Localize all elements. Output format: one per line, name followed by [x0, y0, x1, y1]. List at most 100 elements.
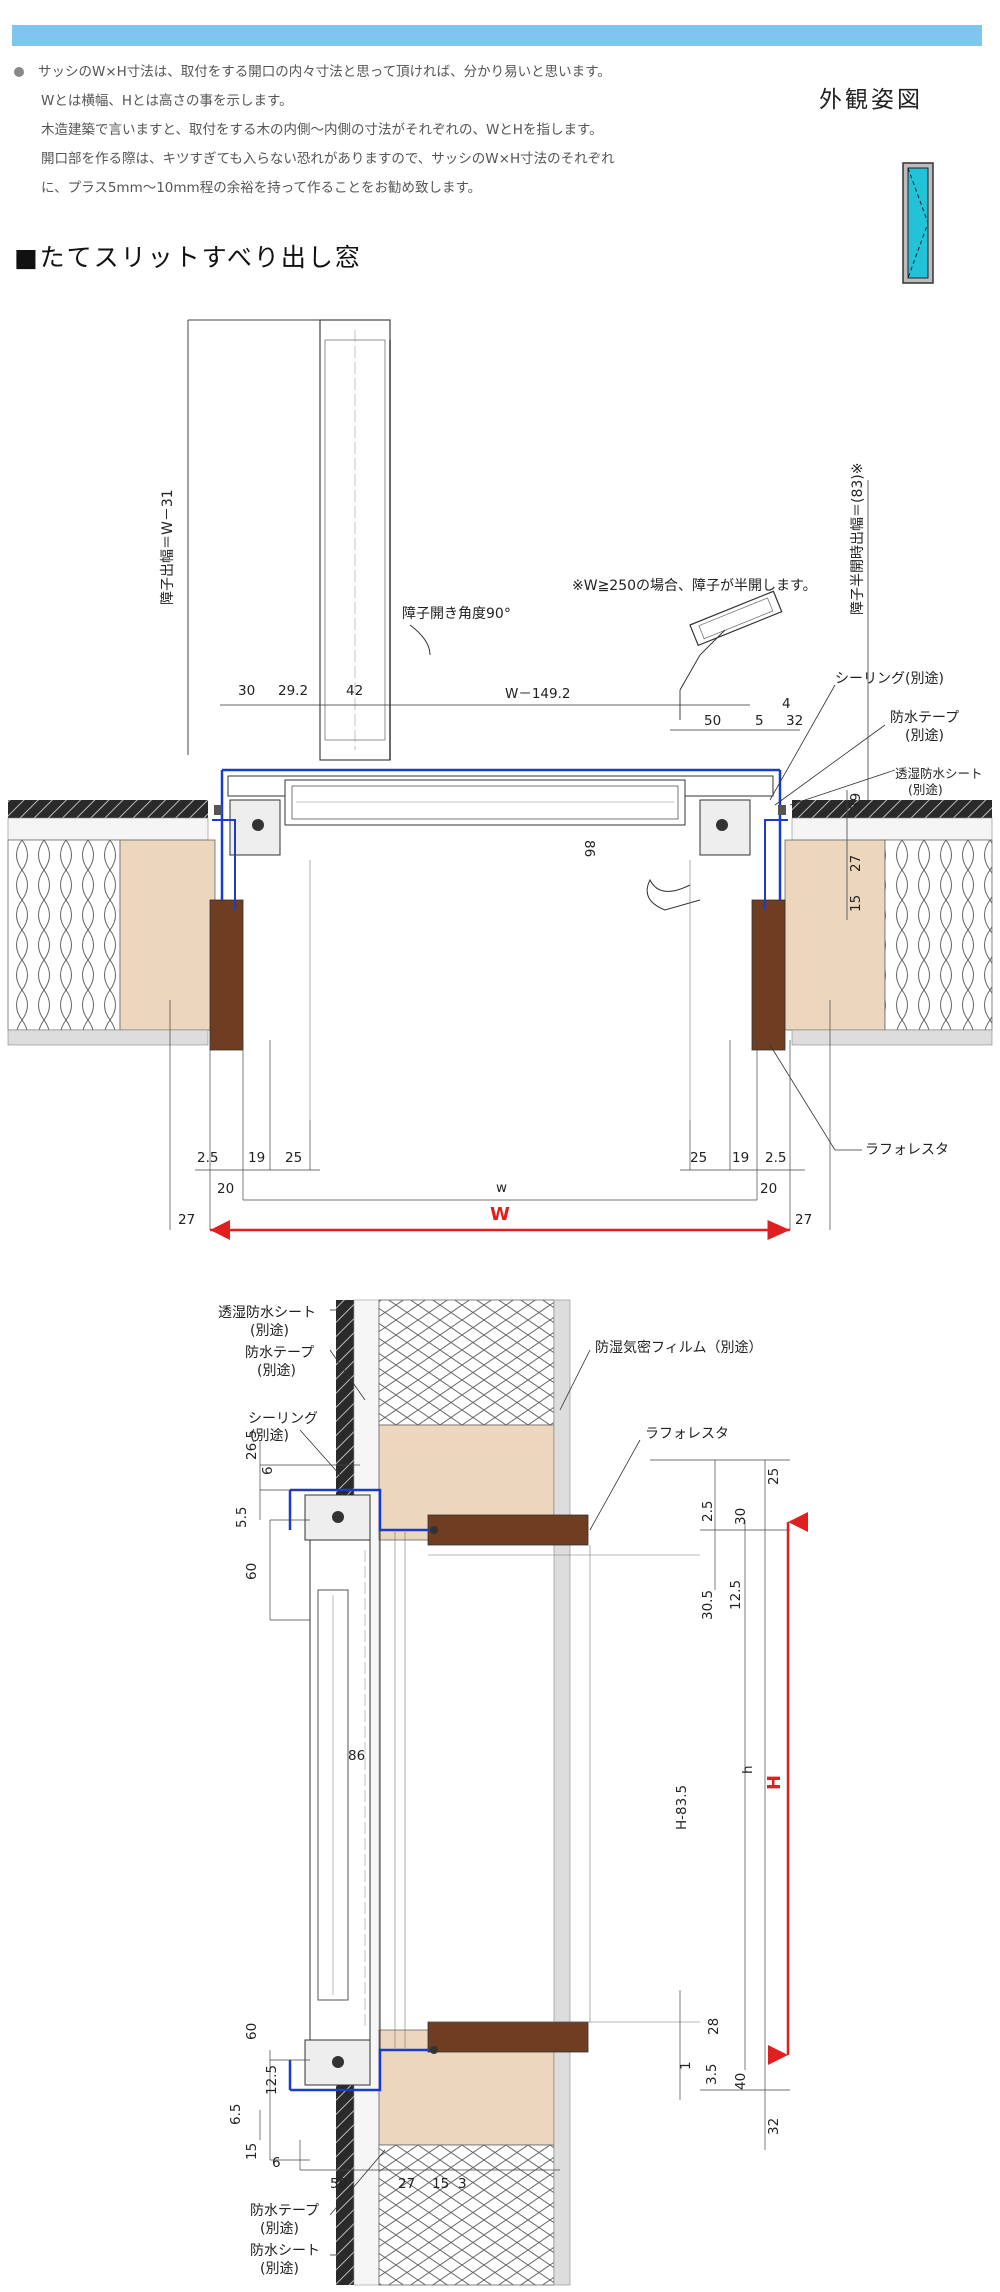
section-breathable-note: (別途) — [250, 1322, 289, 1339]
section-dim-30-5: 30.5 — [700, 1590, 716, 1620]
dim-w-small: w — [496, 1180, 507, 1196]
section-dim-50: 50 — [330, 2176, 347, 2192]
section-dim-2-5: 2.5 — [700, 1501, 716, 1522]
lafolesta-left — [210, 900, 243, 1050]
note-line: Wとは横幅、Hとは高さの事を示します。 — [14, 87, 615, 116]
section-lafolesta-top — [428, 1515, 588, 1545]
section-insulation-top — [379, 1300, 554, 1425]
half-open-note: ※W≧250の場合、障子が半開します。 — [572, 578, 817, 594]
section-dim-12-5: 12.5 — [264, 2065, 280, 2095]
window-frame-plan — [212, 770, 788, 910]
window-frame-section — [290, 1490, 438, 2090]
section-dim-3-5: 3.5 — [704, 2064, 720, 2085]
width-label: W — [490, 1204, 510, 1225]
dim-4: 4 — [782, 696, 791, 712]
waterproof-tape-note: (別途) — [905, 727, 944, 744]
dim-25-right: 25 — [690, 1150, 707, 1166]
dim-42: 42 — [346, 683, 363, 699]
dim-2-5-left: 2.5 — [197, 1150, 218, 1166]
half-open-shoji — [690, 591, 782, 645]
breathable-sheet-label: 透湿防水シート — [895, 766, 983, 781]
notes-block: サッシのW×H寸法は、取付をする開口の内々寸法と思って頂ければ、分かり易いと思い… — [14, 58, 615, 203]
dim-29-2: 29.2 — [278, 683, 308, 699]
section-breathable-sheet: 透湿防水シート — [218, 1305, 316, 1321]
section-dim-26-5: 26.5 — [244, 1430, 260, 1460]
section-dim-3: 3 — [458, 2176, 467, 2192]
dim-86: 86 — [581, 840, 597, 857]
view-title: 外観姿図 — [819, 80, 923, 114]
half-open-width-text: 障子半開時出幅＝(83)※ — [850, 463, 866, 615]
section-dim-12-5r: 12.5 — [728, 1580, 744, 1610]
section-waterproof-sheet-bottom-note: (別途) — [260, 2260, 299, 2277]
insulation-left — [8, 840, 120, 1030]
section-dim-6-5: 6.5 — [228, 2104, 244, 2125]
dim-15r: 15 — [848, 895, 864, 912]
section-dim-5-5: 5.5 — [234, 1507, 250, 1528]
outer-wall-right — [792, 800, 992, 818]
vapor-film-label: 防湿気密フィルム（別途） — [595, 1339, 762, 1356]
breathable-sheet-note: (別途) — [908, 782, 943, 797]
section-lafolesta-bottom — [428, 2022, 588, 2052]
section-sealing: シーリング — [248, 1411, 318, 1427]
section-waterproof-tape: 防水テープ — [245, 1345, 314, 1361]
dim-32: 32 — [786, 713, 803, 729]
dim-5: 5 — [755, 713, 764, 729]
dim-w-149: W－149.2 — [505, 686, 571, 702]
section-waterproof-note: (別途) — [257, 1362, 296, 1379]
section-dim-40: 40 — [733, 2073, 749, 2090]
section-dim-15: 15 — [244, 2143, 260, 2160]
lafolesta-right — [752, 900, 785, 1050]
stud-left — [120, 840, 215, 1030]
section-dim-h-83: H-83.5 — [674, 1785, 690, 1830]
dim-39: 39 — [848, 793, 864, 810]
section-drawing: 86 透湿防水シート (別途) 防水テープ (別途) シーリング (別途) 防湿… — [0, 1290, 1000, 2290]
header-bar — [12, 25, 982, 46]
dim-27-right: 27 — [795, 1212, 812, 1228]
dim-30: 30 — [238, 683, 255, 699]
section-dim-15b: 15 — [432, 2176, 449, 2192]
dim-19-left: 19 — [248, 1150, 265, 1166]
section-insulation-bottom — [379, 2145, 554, 2285]
section-title: ■たてスリットすべり出し窓 — [14, 238, 362, 274]
section-dim-60-bottom: 60 — [244, 2023, 260, 2040]
height-label: H — [764, 1775, 785, 1790]
note-line: サッシのW×H寸法は、取付をする開口の内々寸法と思って頂ければ、分かり易いと思い… — [14, 58, 615, 87]
note-line: 木造建築で言いますと、取付をする木の内側～内側の寸法がそれぞれの、WとHを指しま… — [14, 116, 615, 145]
section-dim-27: 27 — [398, 2176, 415, 2192]
lafolesta-label: ラフォレスタ — [865, 1142, 949, 1158]
dim-50: 50 — [704, 713, 721, 729]
section-waterproof-sheet-bottom: 防水シート — [250, 2243, 320, 2259]
insulation-right — [885, 840, 992, 1030]
section-dim-30: 30 — [733, 1508, 749, 1525]
dim-2-5-right: 2.5 — [765, 1150, 786, 1166]
section-dim-h: h — [740, 1765, 756, 1774]
open-angle-label: 障子開き角度90° — [402, 606, 511, 622]
section-dim-32: 32 — [766, 2118, 782, 2135]
dim-19-right: 19 — [732, 1150, 749, 1166]
section-dim-25: 25 — [766, 1468, 782, 1485]
section-dim-86: 86 — [348, 1748, 365, 1764]
note-line: に、プラス5mm～10mm程の余裕を持って作ることをお勧め致します。 — [14, 174, 615, 203]
section-dim-6: 6 — [260, 1466, 276, 1475]
outer-wall-left — [8, 800, 208, 818]
dim-27-left: 27 — [178, 1212, 195, 1228]
plan-drawing: 障子開き角度90° ※W≧250の場合、障子が半開します。 障子出幅＝W－31 … — [0, 300, 1000, 1250]
dim-20-left: 20 — [217, 1181, 234, 1197]
section-waterproof-tape-bottom-note: (別途) — [260, 2220, 299, 2237]
shoji-width-text: 障子出幅＝W－31 — [160, 489, 176, 605]
waterproof-tape-label: 防水テープ — [890, 710, 959, 726]
section-dim-6b: 6 — [272, 2155, 281, 2171]
section-dim-1: 1 — [678, 2061, 694, 2070]
section-lafolesta-label: ラフォレスタ — [645, 1426, 729, 1442]
note-line: 開口部を作る際は、キツすぎても入らない恐れがありますので、サッシのW×H寸法のそ… — [14, 145, 615, 174]
sealing-label: シーリング(別途) — [835, 670, 944, 687]
section-dim-60-top: 60 — [244, 1563, 260, 1580]
window-elevation-icon — [902, 162, 934, 284]
section-waterproof-tape-bottom: 防水テープ — [250, 2203, 319, 2219]
dim-25-left: 25 — [285, 1150, 302, 1166]
bullet-icon — [14, 67, 24, 77]
dim-27r: 27 — [848, 855, 864, 872]
dim-20-right: 20 — [760, 1181, 777, 1197]
section-dim-28: 28 — [706, 2018, 722, 2035]
stud-right — [785, 840, 885, 1030]
